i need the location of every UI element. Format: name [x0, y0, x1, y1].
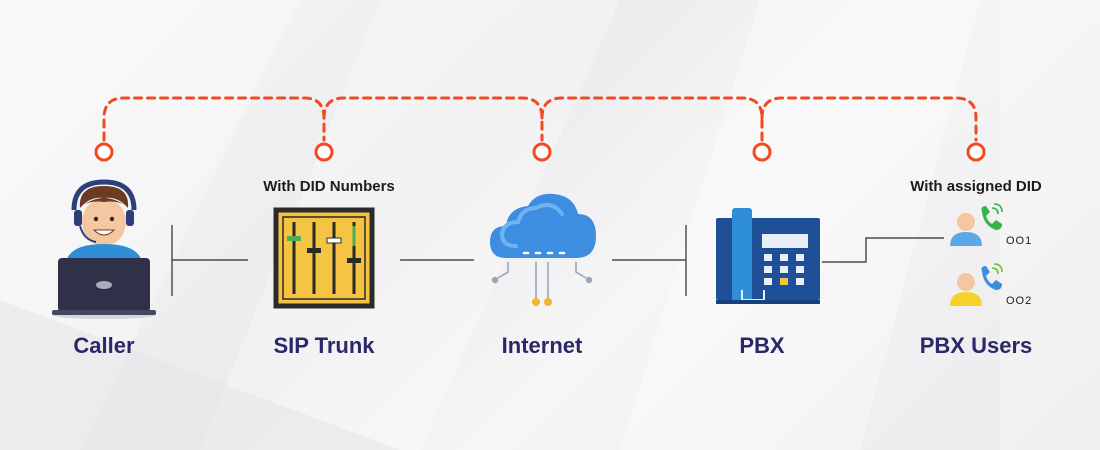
user-extension-id: OO2: [1006, 295, 1033, 307]
connector-dot-caller: [94, 142, 114, 162]
pbx-users-label: PBX Users: [919, 333, 1033, 358]
connector-dot-pbx: [752, 142, 772, 162]
caller-icon: [52, 179, 156, 319]
sip-trunk-note: With DID Numbers: [263, 178, 395, 195]
pbx-users-note: With assigned DID: [910, 178, 1042, 195]
pbx-user-icon: [950, 263, 1003, 306]
pbx-label: PBX: [739, 333, 785, 358]
cloud-icon: [490, 193, 596, 306]
dashed-arc-connector: [102, 96, 978, 142]
connector-dot-internet: [532, 142, 552, 162]
caller-label: Caller: [73, 333, 135, 358]
link-lines: [171, 225, 944, 296]
user-extension-id: OO1: [1006, 235, 1033, 247]
pbx-user-icon: [950, 203, 1003, 246]
connector-dot-pbx-users: [966, 142, 986, 162]
pbx-phone-icon: [716, 208, 820, 304]
sip-trunk-icon: [273, 207, 375, 309]
internet-label: Internet: [501, 333, 583, 358]
sip-trunk-label: SIP Trunk: [273, 333, 375, 358]
connector-dot-sip-trunk: [314, 142, 334, 162]
